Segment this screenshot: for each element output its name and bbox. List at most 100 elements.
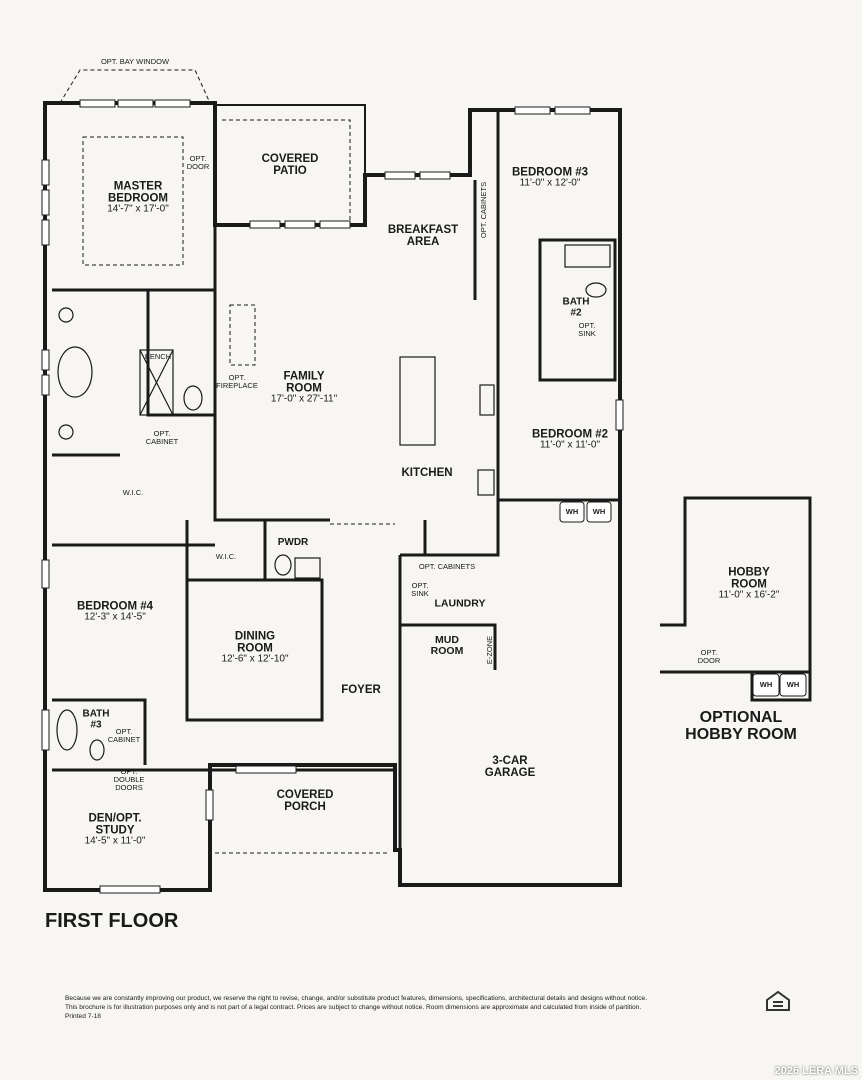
room-dimensions: 12'-3" x 14'-5" (84, 611, 146, 623)
room-dimensions: 11'-0" x 16'-2" (718, 589, 780, 601)
label-line: OPT. (411, 581, 429, 591)
floor-title: FIRST FLOOR (45, 910, 179, 932)
room-name-line: GARAGE (484, 767, 536, 779)
room-name-line: ROOM (430, 645, 464, 657)
label-opt-door: OPT.DOOR (187, 155, 210, 171)
title-line: HOBBY ROOM (685, 726, 797, 743)
room-name-line: DEN/OPT. (88, 812, 142, 825)
mls-watermark: 2026 LERA MLS (774, 1065, 858, 1077)
interior-walls (52, 110, 620, 885)
label-line: SINK (578, 329, 596, 338)
label-bath-2: BATH#2 (562, 296, 590, 319)
label-line: DOOR (697, 656, 721, 665)
title-line: OPTIONAL (699, 709, 783, 727)
room-dimensions: 14'-7" x 17'-0" (107, 203, 169, 215)
room-name-line: PORCH (284, 801, 326, 813)
disclaimer-line: This brochure is for illustration purpos… (65, 1004, 642, 1012)
room-name-line: ROOM (286, 382, 322, 395)
label-opt-door-hobby: OPT.DOOR (698, 649, 721, 665)
fixtures (56, 244, 611, 761)
label-line: FIREPLACE (216, 381, 258, 390)
disclaimer-line: Because we are constantly improving our … (65, 995, 648, 1002)
room-dimensions: 12'-6" x 12'-10" (221, 653, 289, 665)
windows (41, 99, 807, 894)
label-line: DOORS (115, 782, 143, 792)
label-opt-sink-laundry: OPT.SINK (411, 582, 429, 598)
room-name-line: ROOM (731, 578, 767, 591)
disclaimer-line: Printed 7-18 (65, 1013, 101, 1021)
room-name-line: BEDROOM #3 (511, 166, 589, 179)
label-line: CABINET (107, 735, 141, 744)
label-line: OPT. (228, 373, 246, 383)
room-name-line: BEDROOM (107, 192, 169, 205)
label-laundry: LAUNDRY (434, 597, 486, 610)
optional-features (59, 69, 395, 854)
label-line: OPT. (153, 429, 171, 439)
label-line: OPT. (578, 321, 596, 331)
room-name-line: MASTER (113, 180, 163, 193)
label-bay-window: OPT. BAY WINDOW (100, 57, 170, 67)
label-line: OPT. (115, 727, 133, 737)
room-name-line: HOBBY (728, 566, 770, 579)
label-water-heater: WH (786, 680, 800, 690)
label-wic-bedroom4: W.I.C. (215, 552, 237, 562)
room-name-line: COVERED (276, 788, 334, 801)
label-water-heater: WH (565, 507, 579, 517)
label-e-zone: E-ZONE (485, 635, 495, 665)
label-foyer: FOYER (341, 683, 381, 696)
equal-housing-icon (766, 990, 790, 1011)
label-line: DOUBLE (113, 775, 145, 785)
label-water-heater: WH (759, 680, 773, 690)
label-opt-fireplace: OPT.FIREPLACE (216, 374, 258, 390)
room-name-line: COVERED (261, 152, 319, 165)
label-opt-sink: OPT.SINK (578, 322, 596, 338)
room-name-line: 3-CAR (492, 754, 528, 767)
room-name-line: MUD (435, 633, 459, 646)
label-line: CABINET (145, 437, 179, 446)
label-powder-room: PWDR (277, 536, 309, 548)
room-name-line: AREA (406, 236, 440, 248)
label-line: OPT. (120, 767, 138, 777)
hobby-room-walls (660, 496, 812, 702)
label-opt-cabinet-bath3: OPT.CABINET (108, 728, 141, 744)
room-dimensions: 11'-0" x 12'-0" (519, 177, 581, 189)
room-name-line: BATH (562, 296, 590, 308)
room-name-line: BEDROOM #2 (531, 428, 609, 441)
room-name-line: ROOM (237, 642, 273, 655)
room-dimensions: 14'-5" x 11'-0" (84, 835, 146, 847)
room-name-line: FAMILY (283, 370, 325, 383)
disclaimer: Because we are constantly improving our … (65, 994, 755, 1022)
room-name-line: #3 (90, 719, 102, 730)
room-name-line: BEDROOM #4 (76, 600, 154, 613)
label-kitchen: KITCHEN (401, 466, 453, 479)
room-name-line: #2 (570, 307, 582, 318)
room-name-line: DINING (234, 630, 276, 643)
label-water-heater: WH (592, 507, 606, 517)
room-name-line: BATH (82, 708, 110, 720)
room-dimensions: 11'-0" x 11'-0" (539, 439, 601, 451)
label-wic-master: W.I.C. (122, 488, 144, 498)
label-opt-cabinets: OPT. CABINETS (479, 181, 489, 239)
label-line: OPT. (700, 648, 718, 658)
room-name-line: STUDY (95, 824, 135, 837)
room-name-line: BREAKFAST (387, 223, 459, 236)
room-name-line: PATIO (273, 165, 307, 177)
label-line: OPT. (189, 154, 207, 164)
label-line: SINK (411, 589, 429, 598)
label-opt-cabinet: OPT.CABINET (146, 430, 179, 446)
